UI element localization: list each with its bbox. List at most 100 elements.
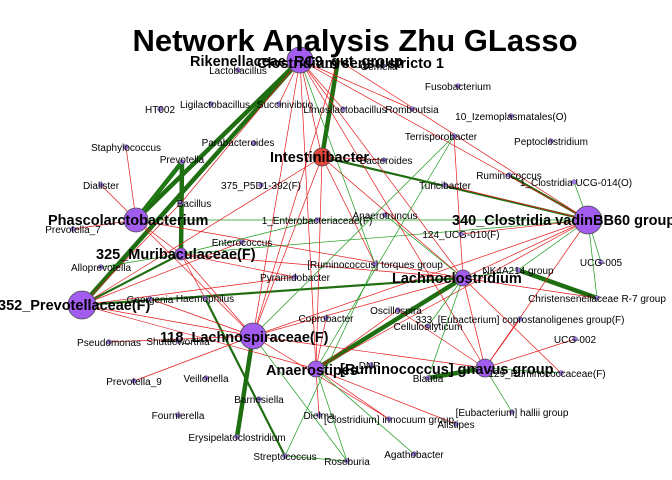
node-barnesiella (256, 396, 262, 402)
node-succinivibrio (276, 101, 282, 107)
edge-rikenellaceae-vadin (299, 59, 589, 221)
node-p5d1 (258, 182, 264, 188)
node-gemella (380, 63, 386, 69)
node-turicibacter (442, 182, 448, 188)
node-layer (67, 46, 604, 464)
edge-coprobacter_sensu-intestinibacter (319, 59, 341, 158)
node-label-lachnospiraceae: 118_Lachnospiraceae(F) (160, 330, 329, 346)
node-romboutsia (409, 106, 415, 112)
edge-rikenellaceae-torques (299, 59, 376, 265)
edge-phascolarcto-lachnospiraceae (135, 219, 254, 337)
node-label-intestinibacter: Intestinibacter (270, 150, 369, 166)
edge-gnavus-ruminococcaceae (484, 367, 562, 374)
node-label-anaerotruncus: Anaerotruncus (352, 211, 417, 222)
node-label-izemoplasma: 10_Izemoplasmatales(O) (455, 112, 567, 123)
node-peptoclostridium (548, 138, 554, 144)
node-alloprevotella (98, 264, 104, 270)
edge-rikenellaceae-lachnospiraceae (252, 59, 301, 337)
node-label-muribaculaceae: 325_Muribaculaceae(F) (96, 247, 256, 263)
node-izemoplasma (508, 113, 514, 119)
edge-rikenellaceae-anaerostipes (299, 59, 317, 370)
node-prevotella7 (70, 226, 76, 232)
node-label-blautia: Blautia (413, 374, 444, 385)
node-label-bacteroides: Bacteroides (360, 156, 413, 167)
edge-rikenellaceae-gnavus (299, 59, 486, 369)
node-label-terrisporobacter: Terrisporobacter (405, 132, 478, 143)
node-label-prevotella: Prevotella (160, 155, 205, 166)
node-innocuum (386, 416, 392, 422)
node-label-oscillospira: Oscillospira (370, 306, 422, 317)
edge-phascolarcto-lachnoclostridium (135, 219, 464, 279)
edge-haemophilus-streptococcus (204, 297, 286, 457)
edge-vadin-anaerostipes (315, 219, 589, 370)
edge-lachnospiraceae-erysipelato (234, 335, 256, 438)
edge-lachnoclostridium-terrisporobacter (453, 135, 464, 279)
node-label-coprobacter_sensu: Clostridium sensu stricto 1 (257, 56, 444, 72)
edge-intestinibacter-lachnospiraceae (252, 156, 323, 337)
node-prevotella (179, 159, 185, 165)
node-georgenia (147, 296, 153, 302)
edge-roseburia-streptococcus (284, 455, 348, 462)
node-prevotellaceae (67, 290, 97, 320)
node-label-agathobacter: Agathobacter (384, 450, 444, 461)
node-label-pseudomonas: Pseudomonas (77, 338, 141, 349)
node-coprobacter (323, 315, 329, 321)
edge-prevotellaceae-bacillus (81, 202, 182, 306)
node-ruminococcus (506, 172, 512, 178)
edge-lachnoclostridium-nk4a214 (462, 269, 519, 279)
edge-lachnoclostridium-cellulosilyticum (427, 277, 464, 327)
edge-lachnoclostridium-christensenellaceae (462, 277, 598, 299)
node-coprostanoligenes (517, 316, 523, 322)
edge-intestinibacter-anaerostipes (315, 156, 323, 370)
edge-lachnoclostridium-anaerotruncus (384, 214, 464, 279)
node-label-romboutsia: Romboutsia (385, 105, 439, 116)
edge-torques-streptococcus (284, 263, 376, 457)
node-label-parabacteroides: Parabacteroides (202, 138, 275, 149)
edge-lachnospiraceae-gnavus (252, 335, 486, 369)
node-label-christensenellaceae: Christensenellaceae R-7 group (528, 294, 666, 305)
node-parabacteroides (251, 140, 257, 146)
node-pseudomonas (106, 339, 112, 345)
edge-intestinibacter-torques (321, 156, 376, 265)
edge-terrisporobacter-lachnospiraceae (252, 135, 455, 337)
node-label-succinivibrio: Succinivibrio (257, 100, 314, 111)
node-label-prevotella7: Prevotella_7 (45, 225, 101, 236)
node-label-ucg002: UCG-002 (554, 335, 597, 346)
edge-vadin-lachnospiraceae (252, 219, 589, 337)
node-lachnospiraceae (239, 322, 267, 350)
node-muribaculaceae (174, 247, 188, 261)
node-christensenellaceae (594, 295, 600, 301)
node-pyramidobacter (292, 274, 298, 280)
edge-muribaculaceae-lachnospiraceae (180, 253, 254, 337)
edge-vadin-ucg010 (460, 219, 589, 235)
node-label-dielma: Dielma (303, 411, 335, 422)
edge-coprobacter_sensu-vadin (337, 59, 589, 221)
edge-coprobacter_sensu-lachnospiraceae (252, 59, 339, 337)
node-ruminococcaceae (558, 370, 564, 376)
edge-anaerostipes-roseburia (315, 368, 348, 462)
node-ht002 (157, 106, 163, 112)
node-staphylococcus (123, 144, 129, 150)
node-label-innocuum: [Clostridium] innocuum group (324, 415, 454, 426)
node-lactobacillus (235, 67, 241, 73)
edge-lachnospiraceae-pseudomonas (108, 335, 254, 343)
node-enterococcus (239, 239, 245, 245)
node-ligilacto (208, 101, 214, 107)
node-lachnoclostridium (454, 269, 472, 287)
node-nk4a214 (515, 267, 521, 273)
node-dnf (368, 362, 374, 368)
node-blautia (425, 375, 431, 381)
node-vadin (573, 205, 603, 235)
edge-muribaculaceae-prevotellaceae (81, 253, 182, 306)
node-label-nk4a214: NK4A214 group (482, 266, 554, 277)
edge-prevotellaceae-pyramidobacter (81, 276, 296, 306)
node-alistipes (453, 421, 459, 427)
edge-anaerostipes-oscillospira (315, 309, 399, 370)
node-label-vadin: 340_Clostridia vadinBB60 group(O) (452, 213, 672, 229)
node-label-dnf: DNF (359, 361, 380, 372)
edge-rikenellaceae-bacillus (180, 59, 301, 204)
node-label-prevotella9: Prevotella_9 (106, 377, 162, 388)
edge-muribaculaceae-enterobacteriaceae (180, 219, 318, 255)
